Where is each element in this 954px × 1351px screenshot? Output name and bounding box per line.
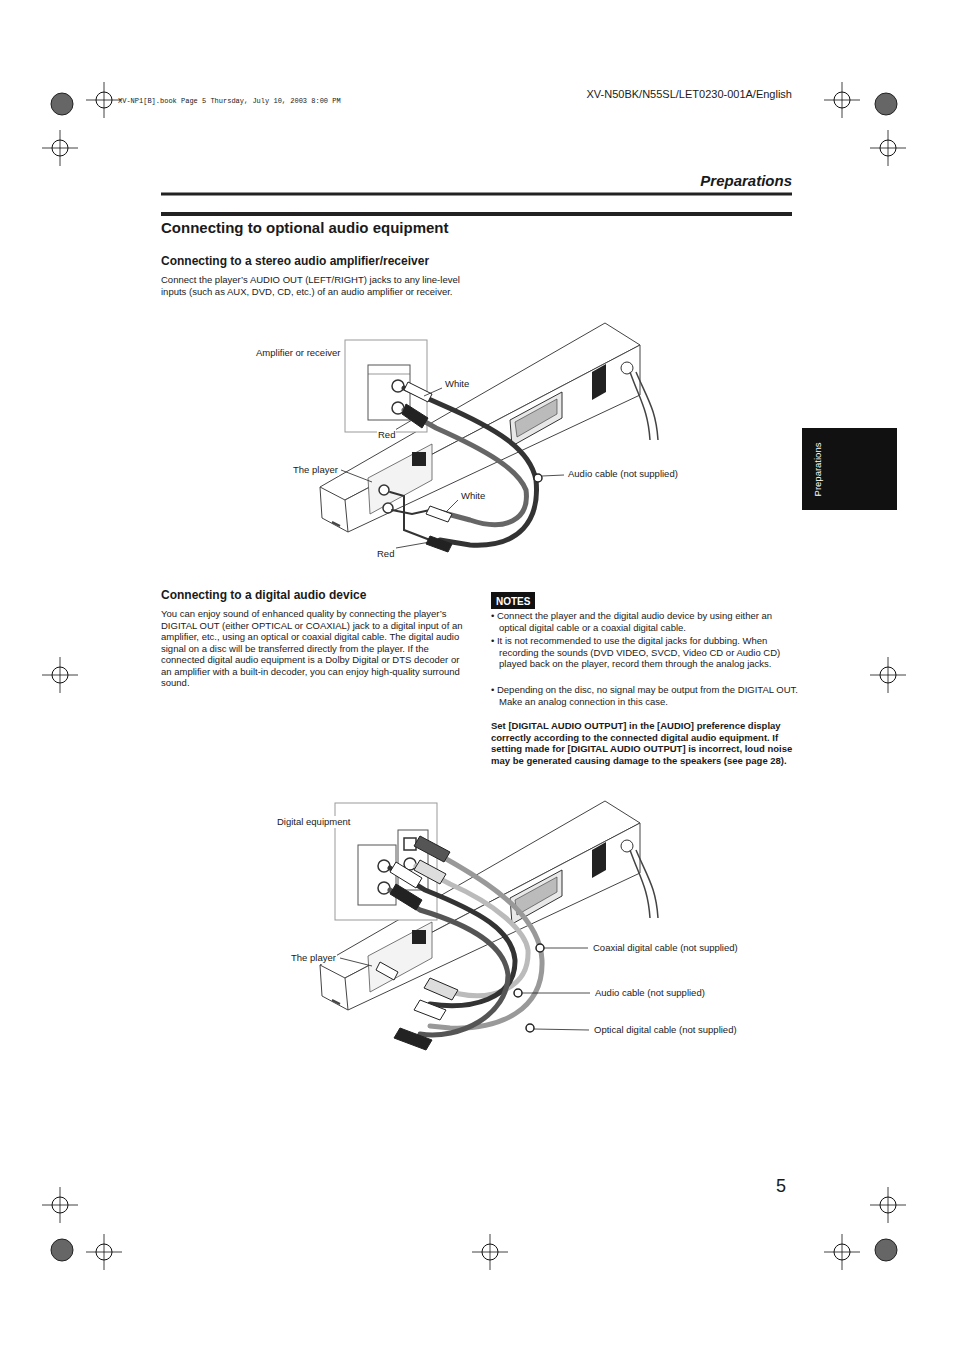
running-head: Preparations [592,172,792,190]
registration-marks [42,82,906,1270]
file-stamp: XV-NP1[B].book Page 5 Thursday, July 10,… [118,97,341,106]
callout-label: The player [290,952,337,964]
callout-label: Coaxial digital cable (not supplied) [592,942,739,954]
callout-label: Digital equipment [276,816,351,828]
tab-text: Preparations [812,442,823,496]
subheading: Connecting to a stereo audio amplifier/r… [161,254,429,269]
callout-label: Amplifier or receiver [255,347,341,359]
callout-label: White [460,490,486,502]
note-item: • Depending on the disc, no signal may b… [491,684,801,707]
body-text: You can enjoy sound of enhanced quality … [161,608,466,689]
callout-label: Audio cable (not supplied) [594,987,706,999]
subheading: Connecting to a digital audio device [161,588,366,603]
callout-label: Red [377,429,396,441]
note-item: • Connect the player and the digital aud… [491,610,801,633]
page-number: 5 [776,1176,786,1198]
callout-label: The player [292,464,339,476]
callout-label: Optical digital cable (not supplied) [593,1024,738,1036]
badge-text: NOTES [496,595,530,608]
body-text: Connect the player’s AUDIO OUT (LEFT/RIG… [161,274,461,297]
callout-label: Audio cable (not supplied) [567,468,679,480]
note-item: • It is not recommended to use the digit… [491,635,801,670]
notes-badge: NOTES [491,592,535,609]
callout-label: Red [376,548,395,560]
player-body [320,801,640,1010]
model-number: XV-N50BK/N55SL/LET0230-001A/English [560,88,792,101]
callout-label: White [444,378,470,390]
section-tab: Preparations [802,428,897,510]
section-title: Connecting to optional audio equipment [161,219,448,237]
player-body [320,323,640,532]
warning-text: Set [DIGITAL AUDIO OUTPUT] in the [AUDIO… [491,720,793,766]
